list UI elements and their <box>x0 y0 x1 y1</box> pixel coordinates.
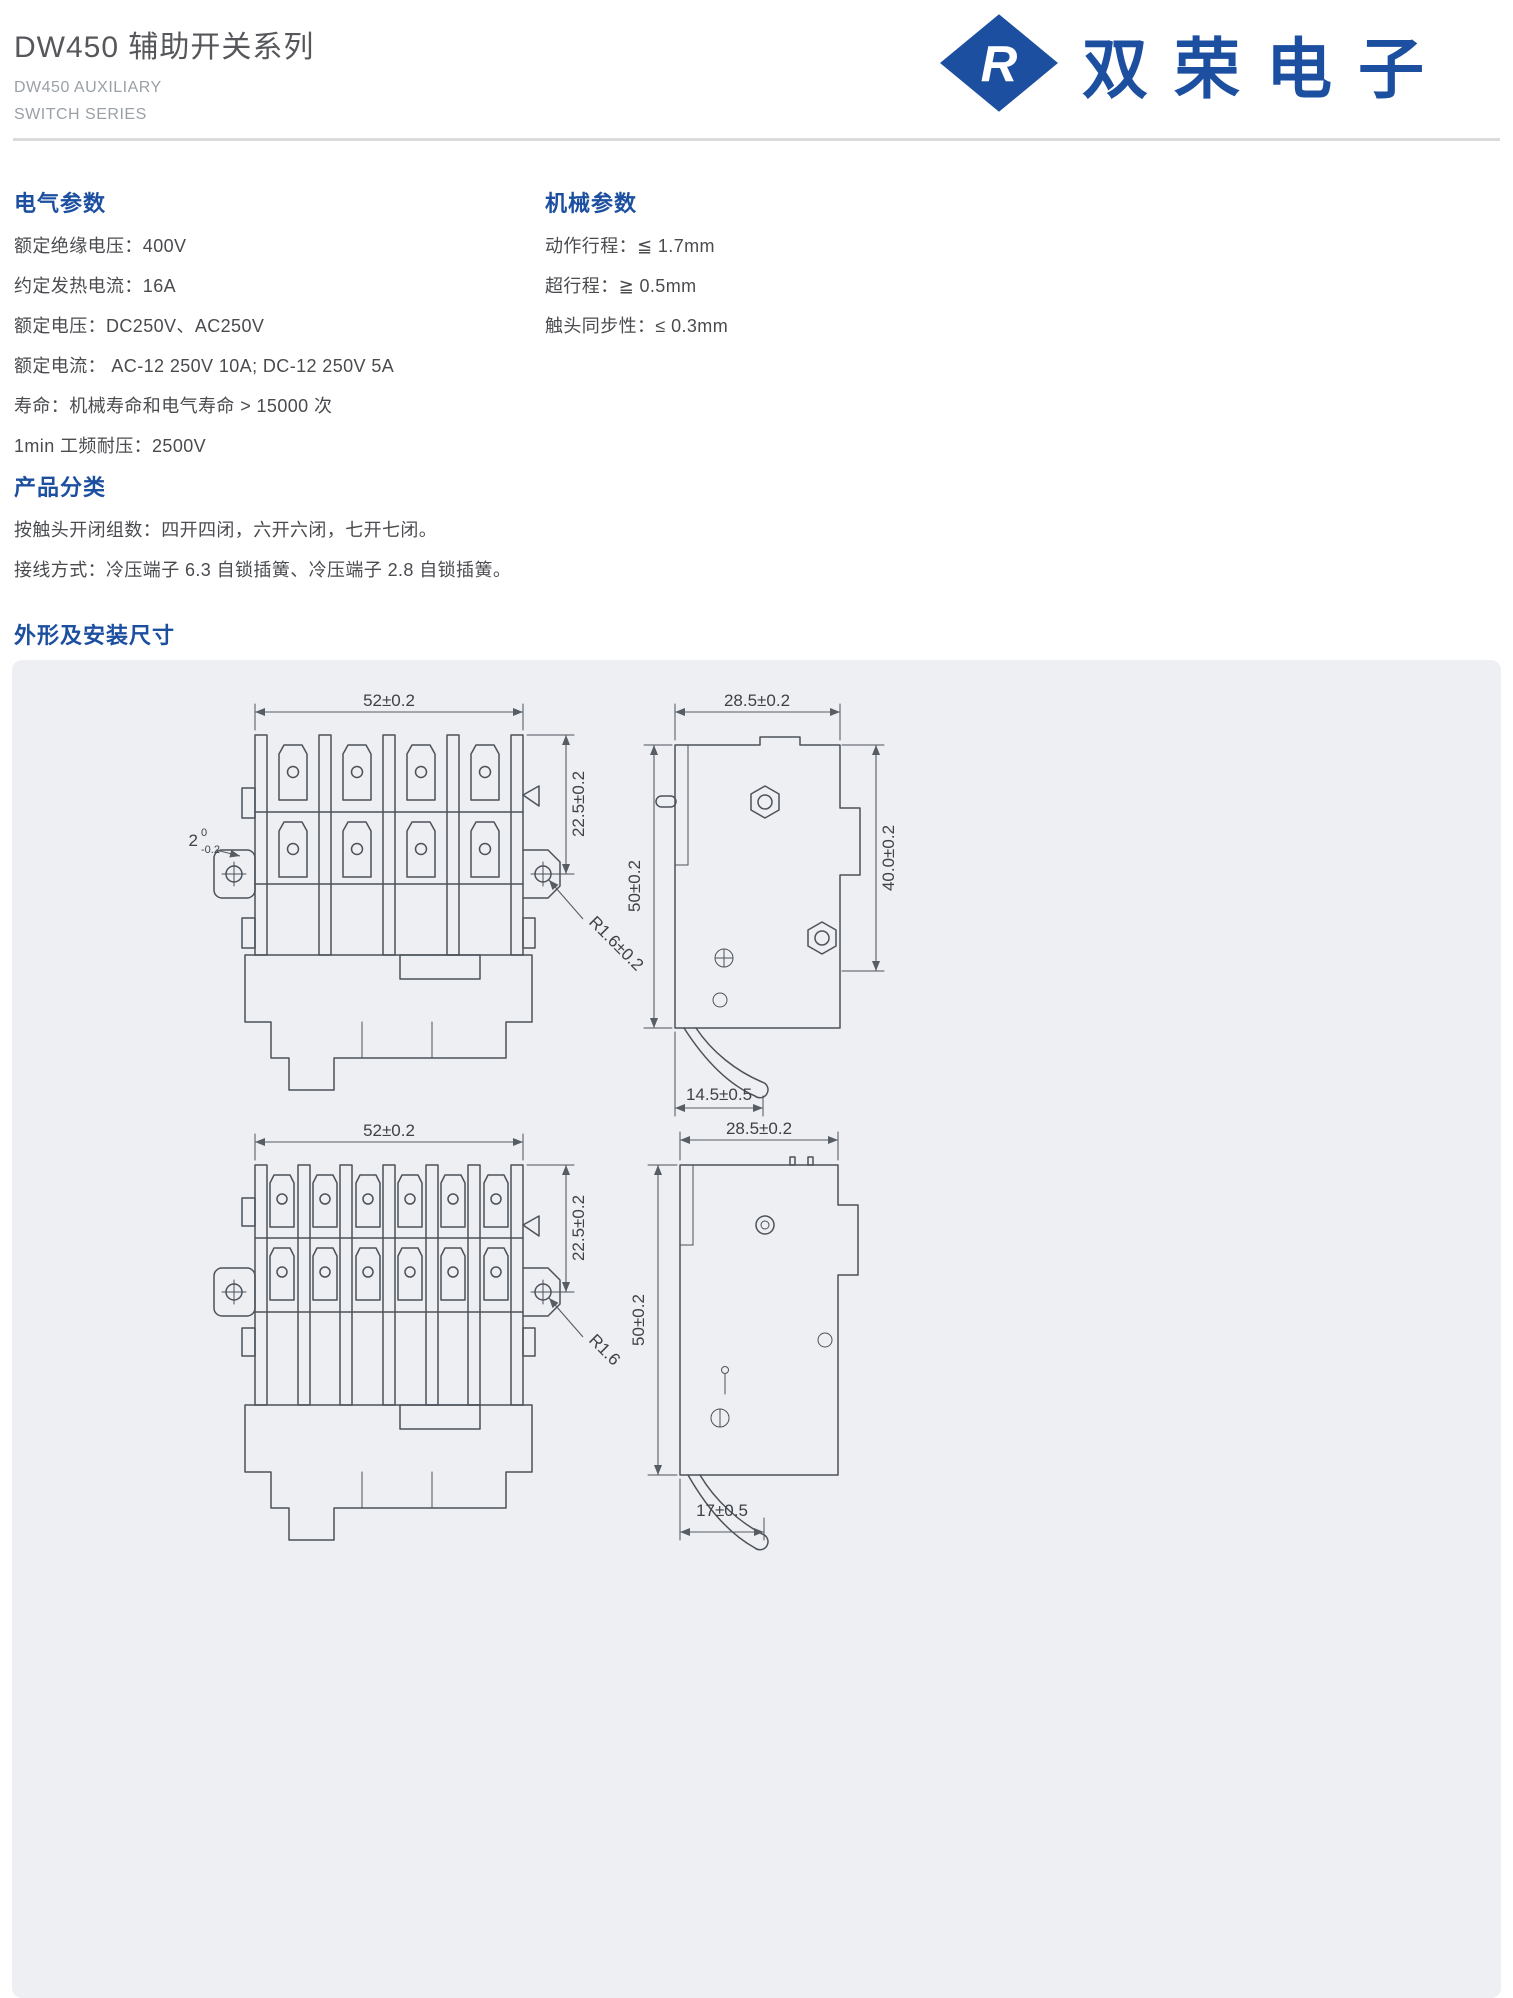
spec-item: 触头同步性：≤ 0.3mm <box>545 316 729 336</box>
section-mechanical: 机械参数 动作行程：≦ 1.7mm 超行程：≧ 0.5mm 触头同步性：≤ 0.… <box>545 186 728 346</box>
spec-item: 额定电流： AC-12 250V 10A; DC-12 250V 5A <box>14 356 395 376</box>
side-tab <box>241 917 256 949</box>
brand-name: 双荣电子 <box>1082 32 1450 106</box>
dim-label-hole-height: 40.0±0.2 <box>879 825 898 891</box>
side-tab <box>241 1197 256 1227</box>
dim-height: 22.5±0.2 <box>526 1164 588 1293</box>
switch-body <box>244 1404 533 1541</box>
dim-label-width: 52±0.2 <box>363 1121 415 1140</box>
drawing-side-view-b: 28.5±0.2 50±0.2 17±0.5 <box>629 1119 859 1551</box>
side-tab <box>241 1327 256 1357</box>
spec-item: 超行程：≧ 0.5mm <box>545 276 697 296</box>
switch-body <box>244 954 533 1091</box>
clip-triangle <box>522 1215 540 1237</box>
dimension-drawings: 52±0.2 22.5±0.2 2 0 -0.2 R1.6±0.2 <box>189 691 898 1551</box>
dim-height: 22.5±0.2 <box>526 734 588 875</box>
dim-height: 50±0.2 <box>629 1164 678 1476</box>
spec-item: 额定电压：DC250V、AC250V <box>14 316 265 336</box>
page-subtitle: DW450 AUXILIARY SWITCH SERIES <box>14 74 162 128</box>
section-heading-mechanical: 机械参数 <box>545 191 638 216</box>
page-title: DW450 辅助开关系列 <box>14 31 315 64</box>
dim-label-step-upper: 0 <box>201 827 207 839</box>
screw-head <box>710 1408 730 1428</box>
subtitle-line-1: DW450 AUXILIARY <box>14 79 162 96</box>
section-classification: 产品分类 按触头开闭组数：四开四闭，六开六闭，七开七闭。 接线方式：冷压端子 6… <box>14 470 511 590</box>
dim-label-height: 22.5±0.2 <box>569 1195 588 1261</box>
plunger-pin <box>655 795 677 808</box>
dim-width: 28.5±0.2 <box>679 1119 839 1161</box>
header-divider <box>13 138 1500 141</box>
classification-list: 按触头开闭组数：四开四闭，六开六闭，七开七闭。 接线方式：冷压端子 6.3 自锁… <box>14 510 511 590</box>
dim-label-radius: R1.6 <box>585 1330 624 1369</box>
side-tab <box>522 917 536 949</box>
dim-label-height: 50±0.2 <box>629 1294 648 1346</box>
dim-label-radius: R1.6±0.2 <box>585 912 647 974</box>
mounting-ear-left <box>213 849 256 899</box>
section-electrical: 电气参数 额定绝缘电压：400V 约定发热电流：16A 额定电压：DC250V、… <box>14 186 394 466</box>
dim-label-width: 28.5±0.2 <box>726 1119 792 1138</box>
dim-label-height: 22.5±0.2 <box>569 771 588 837</box>
section-heading-classification: 产品分类 <box>14 475 107 500</box>
switch-side-body <box>655 736 861 1029</box>
drawing-front-view-6pole: 52±0.2 22.5±0.2 R1.6 <box>213 1121 624 1541</box>
dim-label-step-lower: -0.2 <box>201 844 220 856</box>
section-heading-dimensions: 外形及安装尺寸 <box>14 623 176 648</box>
actuating-lever <box>687 1474 769 1551</box>
dim-width: 52±0.2 <box>254 1121 524 1161</box>
logo-letter: R <box>981 35 1018 92</box>
drawing-side-view-a: 28.5±0.2 50±0.2 40.0±0.2 14.5±0.5 <box>625 691 898 1117</box>
side-tab <box>241 787 256 819</box>
logo-diamond <box>940 14 1058 112</box>
hex-nut-top <box>750 785 780 819</box>
side-tab <box>522 1327 536 1357</box>
spec-item: 约定发热电流：16A <box>14 276 177 296</box>
switch-stack <box>254 1164 524 1406</box>
hex-nut-middle <box>807 921 837 955</box>
dim-width: 28.5±0.2 <box>674 691 841 741</box>
dim-radius: R1.6 <box>548 1297 624 1369</box>
dim-height: 50±0.2 <box>625 744 673 1029</box>
spec-item: 动作行程：≦ 1.7mm <box>545 236 715 256</box>
switch-side-body <box>679 1156 859 1476</box>
section-dimensions-heading: 外形及安装尺寸 <box>14 618 175 650</box>
dim-label-lever-reach: 17±0.5 <box>696 1501 748 1520</box>
actuating-lever <box>683 1027 769 1099</box>
screw-hole <box>712 992 728 1008</box>
spec-item: 寿命：机械寿命和电气寿命 > 15000 次 <box>14 396 333 416</box>
spec-item: 额定绝缘电压：400V <box>14 236 187 256</box>
cross-marker <box>714 948 734 968</box>
dim-hole-height: 40.0±0.2 <box>841 744 898 972</box>
dim-lever-reach: 17±0.5 <box>679 1478 765 1541</box>
dim-lever-reach: 14.5±0.5 <box>674 1031 764 1117</box>
terminal-tabs <box>278 744 500 878</box>
section-heading-electrical: 电气参数 <box>14 191 107 216</box>
spec-item: 接线方式：冷压端子 6.3 自锁插簧、冷压端子 2.8 自锁插簧。 <box>14 560 512 580</box>
spec-item: 按触头开闭组数：四开四闭，六开六闭，七开七闭。 <box>14 520 438 540</box>
mechanical-spec-list: 动作行程：≦ 1.7mm 超行程：≧ 0.5mm 触头同步性：≤ 0.3mm <box>545 226 728 346</box>
dim-step: 2 0 -0.2 <box>189 827 241 858</box>
dim-label-step: 2 <box>189 831 198 850</box>
dim-label-width: 28.5±0.2 <box>724 691 790 710</box>
subtitle-line-2: SWITCH SERIES <box>14 106 147 123</box>
pivot-hole <box>755 1215 775 1235</box>
dim-label-height: 50±0.2 <box>625 860 644 912</box>
side-hole <box>817 1332 833 1348</box>
dimension-drawings-panel: 52±0.2 22.5±0.2 2 0 -0.2 R1.6±0.2 <box>12 660 1501 1998</box>
trip-pin <box>721 1366 729 1395</box>
spec-item: 1min 工频耐压：2500V <box>14 436 207 456</box>
drawing-front-view-4pole: 52±0.2 22.5±0.2 2 0 -0.2 R1.6±0.2 <box>189 691 647 1091</box>
switch-stack <box>254 734 524 956</box>
dim-label-lever-reach: 14.5±0.5 <box>686 1085 752 1104</box>
dim-label-width: 52±0.2 <box>363 691 415 710</box>
dim-width: 52±0.2 <box>254 691 524 731</box>
mounting-ear-left <box>213 1267 256 1317</box>
brand-logo-icon: R <box>938 12 1060 114</box>
electrical-spec-list: 额定绝缘电压：400V 约定发热电流：16A 额定电压：DC250V、AC250… <box>14 226 394 466</box>
clip-triangle <box>522 785 540 807</box>
